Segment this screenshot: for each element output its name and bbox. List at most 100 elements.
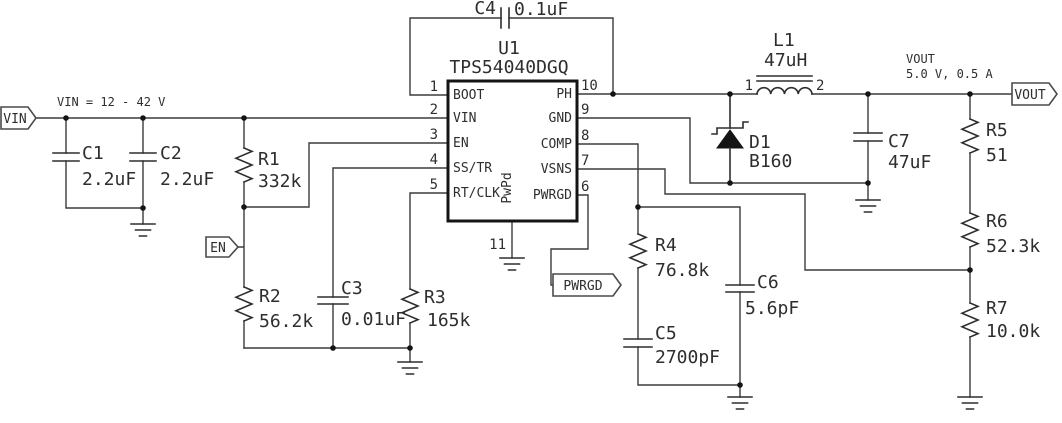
r2-value: 56.2k — [259, 311, 313, 332]
pin-name-en: EN — [453, 136, 469, 151]
capacitor-plates — [623, 338, 653, 348]
net-gnd-wire — [576, 117, 869, 201]
pin-name-vsns: VSNS — [541, 162, 572, 177]
c5-value: 2700pF — [655, 347, 720, 368]
resistor-r1: R1 332k — [233, 146, 302, 192]
junction-dot — [610, 91, 616, 97]
capacitor-plates — [853, 132, 883, 142]
resistor-zigzag — [959, 301, 981, 339]
pin-number-11: 11 — [489, 237, 506, 253]
ic-body — [446, 79, 579, 223]
inductor-core-bars — [756, 75, 813, 82]
ground-symbol — [855, 199, 881, 213]
capacitor-plates — [52, 152, 80, 162]
wires — [34, 17, 1013, 398]
r2-refdes: R2 — [259, 286, 281, 307]
capacitor-plates — [129, 152, 157, 162]
ground-symbol — [727, 396, 753, 410]
r4-value: 76.8k — [655, 260, 709, 281]
r5-value: 51 — [986, 145, 1008, 166]
junction-dot — [967, 91, 973, 97]
pin-name-sstr: SS/TR — [453, 161, 492, 176]
diode-triangle — [716, 129, 744, 149]
resistor-r6: R6 52.3k — [959, 211, 1040, 257]
net-en-wire — [237, 142, 449, 349]
vin-range-note: VIN = 12 - 42 V — [57, 95, 165, 109]
junction-dot — [63, 115, 69, 121]
r6-value: 52.3k — [986, 236, 1040, 257]
junction-dots — [63, 91, 973, 388]
net-tag-shape — [0, 106, 37, 130]
pin-name-vin: VIN — [453, 111, 476, 126]
capacitor-c2: C2 2.2uF — [129, 143, 214, 190]
inductor-coil — [756, 86, 813, 95]
junction-dot — [727, 180, 733, 186]
pin-name-ph: PH — [556, 87, 572, 102]
resistor-r3: R3 165k — [399, 287, 471, 331]
junction-dot — [330, 345, 336, 351]
pin-number-6: 6 — [581, 179, 589, 195]
capacitor-c1: C1 2.2uF — [52, 143, 136, 190]
pin-number-7: 7 — [581, 153, 589, 169]
pin-number-10: 10 — [581, 78, 598, 94]
net-tag-en: EN — [205, 236, 240, 258]
junction-dot — [967, 267, 973, 273]
c1-refdes: C1 — [82, 143, 104, 164]
capacitor-c5: C5 2700pF — [623, 323, 720, 368]
c4-refdes: C4 — [474, 0, 496, 19]
diode-schottky-bar — [711, 121, 749, 135]
junction-dot — [727, 91, 733, 97]
capacitor-plates — [317, 296, 349, 305]
resistor-r4: R4 76.8k — [627, 232, 709, 281]
pin-number-3: 3 — [430, 127, 438, 143]
inductor-l1: L1 47uH 1 2 — [745, 30, 824, 95]
c7-refdes: C7 — [888, 131, 910, 152]
resistor-zigzag — [233, 285, 255, 323]
net-tag-shape — [1011, 82, 1058, 106]
pin-name-comp: COMP — [541, 137, 572, 152]
net-boot-wire — [409, 17, 614, 96]
net-rt-wire — [243, 192, 449, 363]
resistor-zigzag — [233, 146, 255, 184]
net-tag-shape — [552, 273, 622, 297]
net-pwrgd-wire — [550, 194, 589, 286]
diode-d1: D1 B160 — [711, 93, 792, 184]
resistor-r7: R7 10.0k — [959, 298, 1040, 342]
c7-value: 47uF — [888, 152, 931, 173]
resistor-r5: R5 51 — [959, 117, 1008, 166]
resistor-zigzag — [959, 117, 981, 155]
pin-number-4: 4 — [430, 152, 438, 168]
junction-dot — [140, 115, 146, 121]
vout-spec-note: 5.0 V, 0.5 A — [906, 67, 993, 81]
c3-refdes: C3 — [341, 278, 363, 299]
junction-dot — [865, 180, 871, 186]
resistor-zigzag — [399, 287, 421, 325]
l1-pin2-number: 2 — [816, 78, 824, 94]
r1-value: 332k — [258, 171, 302, 192]
net-tag-vout-label: VOUT — [1014, 88, 1045, 103]
net-tag-vin: VIN — [0, 106, 37, 130]
ic-u1: U1 TPS54040DGQ 1 2 3 4 5 BOOT VIN EN SS/… — [430, 38, 598, 253]
pin-name-pwrgd: PWRGD — [533, 188, 572, 203]
capacitor-c6: C6 5.6pF — [725, 272, 799, 319]
junction-dot — [241, 115, 247, 121]
c6-value: 5.6pF — [745, 298, 799, 319]
junction-dot — [241, 204, 247, 210]
d1-value: B160 — [749, 151, 792, 172]
l1-value: 47uH — [764, 50, 807, 71]
c2-refdes: C2 — [160, 143, 182, 164]
net-tag-shape — [205, 236, 240, 258]
pin-number-2: 2 — [430, 102, 438, 118]
ground-symbol — [397, 361, 423, 375]
c1-value: 2.2uF — [82, 169, 136, 190]
pin-name-gnd: GND — [549, 111, 573, 126]
net-tag-en-label: EN — [210, 241, 226, 256]
net-tag-vin-label: VIN — [3, 112, 26, 127]
ground-symbols — [130, 199, 983, 410]
r1-refdes: R1 — [258, 149, 280, 170]
l1-refdes: L1 — [773, 30, 795, 51]
ground-symbol — [499, 257, 525, 271]
c3-value: 0.01uF — [341, 309, 406, 330]
capacitor-c7: C7 47uF — [853, 131, 931, 173]
resistor-r2: R2 56.2k — [233, 285, 313, 332]
